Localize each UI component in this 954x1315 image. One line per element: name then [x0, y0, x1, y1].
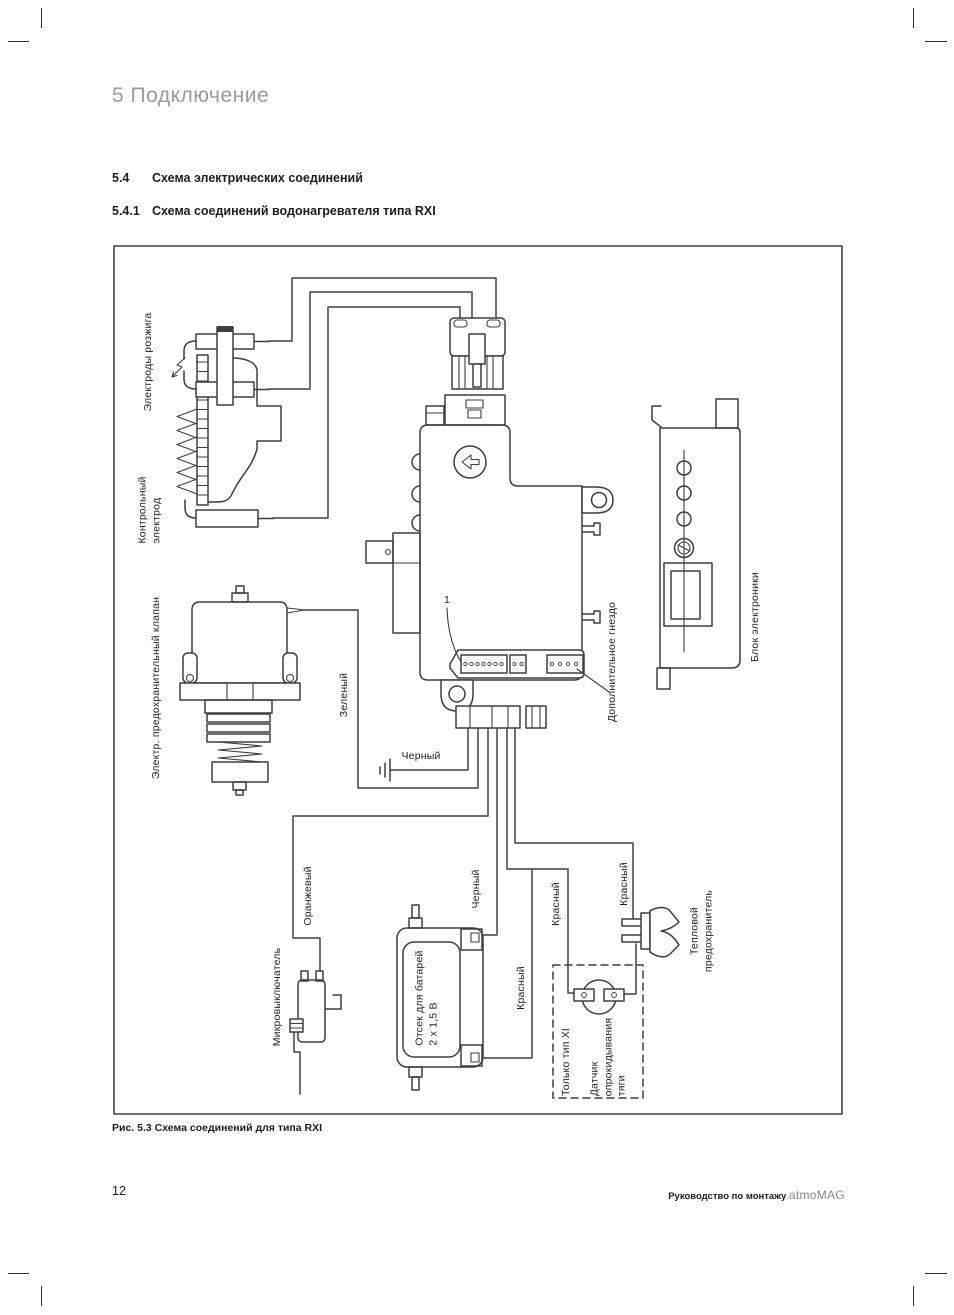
wire-red-battery — [482, 868, 533, 1059]
unit-body — [419, 424, 583, 681]
control-unit — [365, 394, 614, 729]
arrow-icon — [453, 445, 487, 479]
top-plug-connector — [449, 317, 506, 390]
wire-red-fuse — [514, 728, 634, 920]
label-wire-red-battery: Красный — [515, 966, 528, 1010]
burner-bracket — [208, 357, 282, 503]
diagram-frame — [113, 245, 843, 1115]
cropmark-br-v — [913, 1286, 914, 1306]
callout-1: 1 — [443, 594, 451, 607]
page-number: 12 — [112, 1184, 126, 1198]
label-wire-green: Зеленый — [338, 672, 351, 718]
thermal-fuse — [621, 906, 680, 958]
section-title: Схема электрических соединений — [152, 171, 363, 185]
cropmark-tl-v — [41, 8, 42, 28]
section-title: Схема соединений водонагревателя типа RX… — [152, 204, 436, 218]
wire-control-electrode — [272, 306, 461, 519]
section-5-4-1: 5.4.1 Схема соединений водонагревателя ти… — [112, 204, 436, 218]
safety-valve — [179, 585, 306, 796]
ground-symbol — [379, 758, 391, 782]
label-draft-sensor: Датчик опрокидывания тяги — [588, 1017, 628, 1097]
burner-assembly — [171, 326, 282, 528]
wire-orange — [292, 728, 489, 972]
wire-green — [304, 609, 479, 789]
cropmark-tr-h — [925, 41, 947, 42]
label-wire-black-ground: Черный — [401, 750, 441, 763]
wire-black-ground — [389, 728, 469, 771]
arrow-icon-glyph — [461, 454, 480, 470]
screw-icon — [673, 537, 695, 559]
cropmark-tr-v — [913, 8, 914, 28]
cropmark-bl-v — [41, 1286, 42, 1306]
additional-socket-leader — [576, 668, 610, 693]
footer-text: Руководство по монтажу — [668, 1191, 789, 1202]
wire-black-battery — [482, 728, 498, 936]
wire-fuse-to-sensor — [623, 943, 637, 995]
section-number: 5.4.1 — [112, 204, 140, 218]
cropmark-bl-h — [8, 1273, 29, 1274]
label-control-electrode: Контрольный электрод — [136, 476, 162, 544]
additional-socket-connector — [546, 654, 584, 674]
cropmark-tl-h — [8, 41, 29, 42]
chapter-heading: 5 Подключение — [112, 84, 270, 107]
valve-spring — [217, 741, 263, 763]
cropmark-br-h — [925, 1273, 947, 1274]
section-5-4: 5.4 Схема электрических соединений — [112, 171, 363, 185]
burner-flames — [176, 408, 198, 495]
label-only-type-xi: Только тип XI — [560, 1027, 573, 1097]
label-wire-red-fuse: Красный — [618, 862, 631, 906]
wires — [268, 277, 637, 1095]
spark-icon — [171, 357, 186, 378]
microswitch — [289, 970, 342, 1043]
label-safety-valve: Электр. предохранительный клапан — [150, 596, 163, 780]
label-thermal-fuse: Тепловой предохранитель — [688, 889, 714, 973]
label-microswitch: Микровыключатель — [271, 947, 284, 1047]
label-additional-socket: Дополнительное гнездо — [606, 601, 619, 723]
label-ignition-electrodes: Электроды розжига — [142, 312, 155, 412]
wire-microswitch-down — [293, 1031, 301, 1095]
label-wire-orange: Оранжевый — [302, 866, 315, 926]
label-battery-compartment: Отсек для батарей 2 х 1,5 В — [413, 950, 439, 1046]
footer-brand: atmoMAG — [788, 1188, 845, 1202]
wire-ignition-1 — [268, 277, 497, 342]
battery-compartment — [396, 904, 484, 1091]
electronics-block — [651, 398, 741, 690]
callout-1-leader — [446, 607, 462, 663]
section-number: 5.4 — [112, 171, 130, 185]
figure-caption: Рис. 5.3 Схема соединений для типа RXI — [112, 1122, 323, 1134]
label-electronics-block: Блок электроники — [749, 572, 762, 662]
label-wire-red-sensor: Красный — [550, 882, 563, 926]
wire-ignition-2 — [268, 291, 473, 390]
label-wire-black-battery: Черный — [470, 869, 483, 909]
footer: Руководство по монтажу atmoMAG — [668, 1188, 845, 1202]
draft-sensor-box — [552, 964, 644, 1099]
wire-red-sensor — [506, 728, 575, 994]
